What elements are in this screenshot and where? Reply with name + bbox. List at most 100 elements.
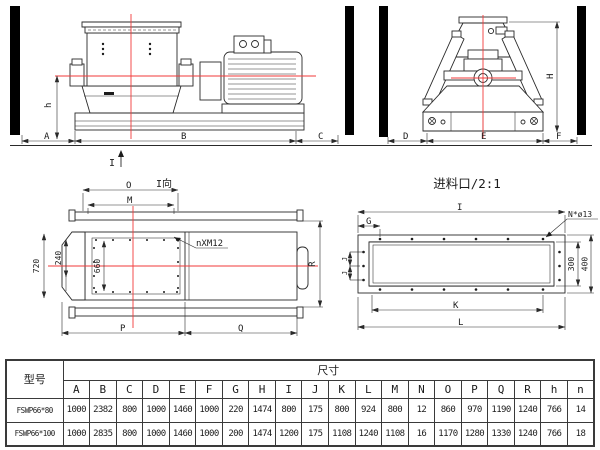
end-view-dimensions: D E F H (387, 21, 578, 144)
dim-label-400: 400 (581, 257, 590, 272)
dim-value: 766 (540, 397, 568, 423)
mill-body (69, 21, 194, 114)
feed-inlet-view: 进料口/2:1 I G N*ø13 300 (341, 176, 598, 330)
col-header-M: M (381, 379, 409, 399)
top-flange (74, 211, 298, 221)
dim-value: 800 (381, 397, 409, 423)
dim-value: 800 (115, 397, 144, 423)
dim-value: 1000 (142, 397, 170, 423)
inlet-flange-plate (357, 234, 566, 294)
dim-value: 860 (434, 397, 462, 423)
dim-label-k: K (453, 301, 459, 311)
col-header-L: L (354, 379, 383, 399)
col-header-B: B (89, 379, 117, 399)
dim-value: 200 (221, 421, 250, 447)
dim-value: 1474 (248, 421, 276, 447)
table-row: FSWP66*80 1000 2382 800 1000 1460 1000 2… (5, 397, 595, 423)
dim-label-q: Q (238, 324, 243, 334)
dim-value: 1000 (195, 421, 223, 447)
dim-value: 1330 (487, 421, 515, 447)
dim-value: 1000 (62, 397, 91, 423)
dim-label-a: A (44, 132, 50, 142)
dim-value: 1460 (168, 397, 197, 423)
inlet-dimensions: I G N*ø13 300 400 J J (341, 203, 598, 330)
dim-value: 800 (327, 397, 356, 423)
col-header-P: P (460, 379, 489, 399)
column-header-row: A B C D E F G H I J K L M N O P Q R h n (6, 379, 595, 399)
dim-label-e: E (481, 132, 486, 142)
dim-value: 1190 (487, 397, 515, 423)
section-label: I (109, 158, 115, 169)
col-header-H: H (248, 379, 276, 399)
dim-value: 1240 (513, 421, 542, 447)
bearing-end-cap (296, 246, 309, 290)
dim-value: 1170 (434, 421, 462, 447)
dim-label-h: h (44, 103, 54, 108)
model-header: 型号 (5, 359, 64, 399)
dim-label-p: P (120, 324, 126, 334)
i-direction-view: I向 O (32, 177, 323, 336)
dim-value: 1000 (62, 421, 91, 447)
dim-value: 2835 (89, 421, 117, 447)
hole-note-label: N*ø13 (568, 210, 592, 219)
pit-wall-right (577, 6, 586, 135)
dim-label-f: F (556, 132, 561, 142)
col-header-R: R (513, 379, 542, 399)
dim-label-660: 660 (93, 259, 102, 274)
dim-value: 175 (301, 397, 329, 423)
dim-label-o: O (126, 181, 131, 191)
col-header-D: D (142, 379, 170, 399)
terminal-box (233, 35, 265, 54)
dim-value: 1000 (195, 397, 223, 423)
i-view-dimensions: O M 720 240 660 nXM12 P Q R (32, 181, 323, 336)
dim-value: 16 (407, 421, 436, 447)
dim-value: 14 (566, 397, 595, 423)
col-header-h: h (540, 379, 568, 399)
dim-value: 800 (274, 397, 303, 423)
dim-value: 1000 (142, 421, 170, 447)
col-header-Q: Q (487, 379, 515, 399)
bearing-right (178, 63, 194, 87)
col-header-C: C (115, 379, 144, 399)
col-header-K: K (327, 379, 356, 399)
col-header-G: G (221, 379, 250, 399)
dim-label-d: D (403, 132, 408, 142)
col-header-F: F (195, 379, 223, 399)
dim-label-300: 300 (567, 257, 576, 272)
dim-label-b: B (181, 132, 186, 142)
section-marker: I (109, 150, 124, 169)
dim-value: 1108 (381, 421, 409, 447)
size-header: 尺寸 (62, 359, 595, 381)
dim-value: 1460 (168, 421, 197, 447)
dim-value: 18 (566, 421, 595, 447)
dim-label-g: G (366, 217, 371, 227)
drawing-canvas: A B C h I (10, 6, 598, 336)
i-view-title: I向 (156, 177, 172, 190)
left-wall (10, 6, 20, 135)
col-header-n: n (566, 379, 595, 399)
bearing-left (69, 63, 85, 87)
dim-value: 12 (407, 397, 436, 423)
model-name: FSWP66*80 (5, 397, 64, 423)
pit-wall-left-outer (345, 6, 354, 135)
dim-value: 1240 (513, 397, 542, 423)
bottom-flange (74, 307, 298, 317)
side-view: A B C h I (10, 6, 592, 169)
dim-value: 970 (460, 397, 489, 423)
bolt-note-label: nXM12 (196, 239, 223, 249)
model-name: FSWP66*100 (5, 421, 64, 447)
dim-label-r: R (308, 261, 318, 267)
dim-value: 1240 (354, 421, 383, 447)
dim-value: 1108 (327, 421, 356, 447)
table-row: FSWP66*100 1000 2835 800 1000 1460 1000 … (5, 421, 595, 447)
dim-label-i: I (457, 203, 462, 213)
dim-value: 800 (115, 421, 144, 447)
dim-label-c: C (318, 132, 323, 142)
motor (199, 35, 305, 114)
dim-label-720: 720 (32, 259, 41, 274)
dim-label-j-upper: J (341, 257, 349, 261)
dim-label-j-lower: J (341, 271, 349, 275)
col-header-E: E (168, 379, 197, 399)
dim-label-240: 240 (54, 251, 63, 266)
